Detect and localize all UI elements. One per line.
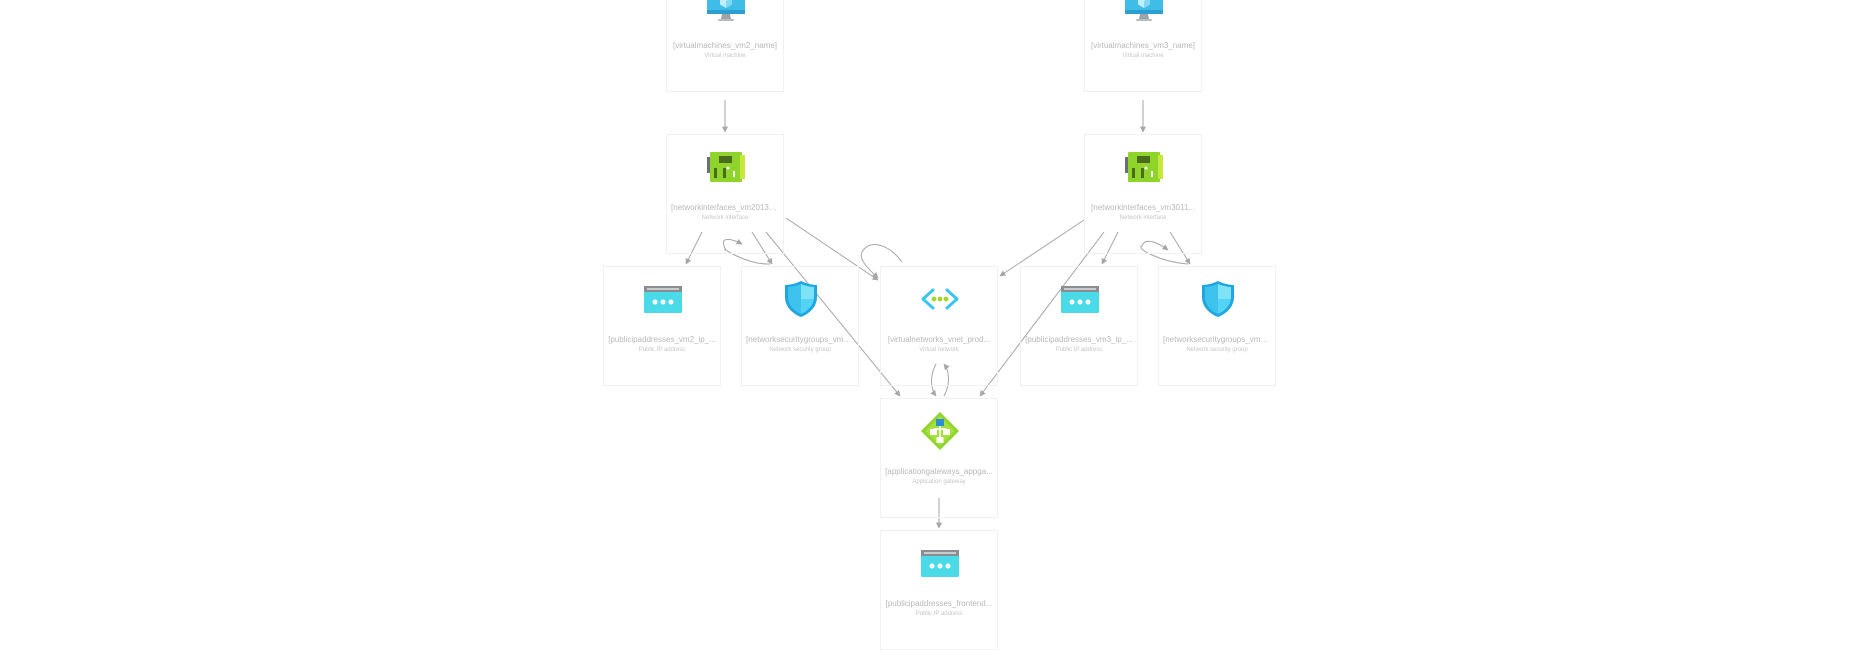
node-vm2[interactable]: [virtualmachines_vm2_name] Virtual machi…: [666, 0, 784, 92]
dependency-edges: [685, 100, 1191, 529]
node-type: Network security group: [769, 347, 831, 353]
virtual-machine-icon: [1125, 0, 1163, 21]
network-interface-icon: [707, 152, 745, 182]
node-nsg3[interactable]: [networksecuritygroups_vm3... Network se…: [1158, 266, 1276, 386]
node-title: [publicipaddresses_vm2_ip_...: [608, 335, 716, 344]
node-type: Network security group: [1186, 347, 1248, 353]
edge-nic3-vnet: [999, 219, 1085, 277]
node-type: Public IP address: [638, 347, 686, 353]
node-title: [applicationgateways_appga...: [885, 467, 993, 476]
node-title: [networkinterfaces_vm3011...: [1091, 203, 1195, 212]
node-type: Public IP address: [1055, 347, 1103, 353]
application-gateway-icon: [921, 412, 959, 450]
edge-nic3-agw: [979, 231, 1105, 397]
edge-nic2-nsg2: [722, 231, 773, 265]
public-ip-icon: [921, 550, 959, 577]
network-interface-icon: [1125, 152, 1163, 182]
node-title: [publicipaddresses_vm3_ip_...: [1025, 335, 1133, 344]
node-vnet[interactable]: [virtualnetworks_vnet_prod... Virtual ne…: [880, 266, 998, 386]
node-agw[interactable]: [applicationgateways_appga... Applicatio…: [880, 398, 998, 518]
node-title: [networkinterfaces_vm2013_...: [671, 203, 780, 212]
network-security-group-icon: [785, 281, 817, 317]
node-type: Virtual machine: [704, 53, 746, 59]
node-pip3[interactable]: [publicipaddresses_vm3_ip_... Public IP …: [1020, 266, 1138, 386]
node-title: [virtualnetworks_vnet_prod...: [887, 335, 991, 344]
node-type: Public IP address: [915, 611, 963, 617]
node-type: Network interface: [1119, 215, 1167, 221]
node-title: [networksecuritygroups_vm3...: [1163, 335, 1272, 344]
node-title: [virtualmachines_vm2_name]: [672, 41, 778, 50]
virtual-network-icon: [921, 288, 959, 310]
edge-nic2-agw: [765, 231, 901, 397]
node-title: [virtualmachines_vm3_name]: [1090, 41, 1196, 50]
network-security-group-icon: [1202, 281, 1234, 317]
node-type: Application gateway: [912, 479, 966, 485]
node-nic3[interactable]: [networkinterfaces_vm3011... Network int…: [1084, 134, 1202, 254]
node-nsg2[interactable]: [networksecuritygroups_vm2... Network se…: [741, 266, 859, 386]
edge-nic3-pip3: [1101, 231, 1119, 265]
edge-nic2-pip2: [685, 231, 703, 265]
virtual-machine-icon: [707, 0, 745, 21]
node-type: Virtual network: [919, 347, 959, 353]
edge-vnet-agw: [930, 363, 950, 397]
node-pip2[interactable]: [publicipaddresses_vm2_ip_... Public IP …: [603, 266, 721, 386]
node-type: Virtual machine: [1122, 53, 1164, 59]
node-pipfe[interactable]: [publicipaddresses_frontend... Public IP…: [880, 530, 998, 650]
node-vm3[interactable]: [virtualmachines_vm3_name] Virtual machi…: [1084, 0, 1202, 92]
edge-nic3-nsg3: [1140, 231, 1191, 265]
node-title: [networksecuritygroups_vm2...: [746, 335, 855, 344]
public-ip-icon: [644, 286, 682, 313]
node-nic2[interactable]: [networkinterfaces_vm2013_... Network in…: [666, 134, 784, 254]
node-type: Network interface: [701, 215, 749, 221]
node-title: [publicipaddresses_frontend...: [885, 599, 993, 608]
public-ip-icon: [1061, 286, 1099, 313]
edge-nic2-vnet: [785, 217, 903, 281]
